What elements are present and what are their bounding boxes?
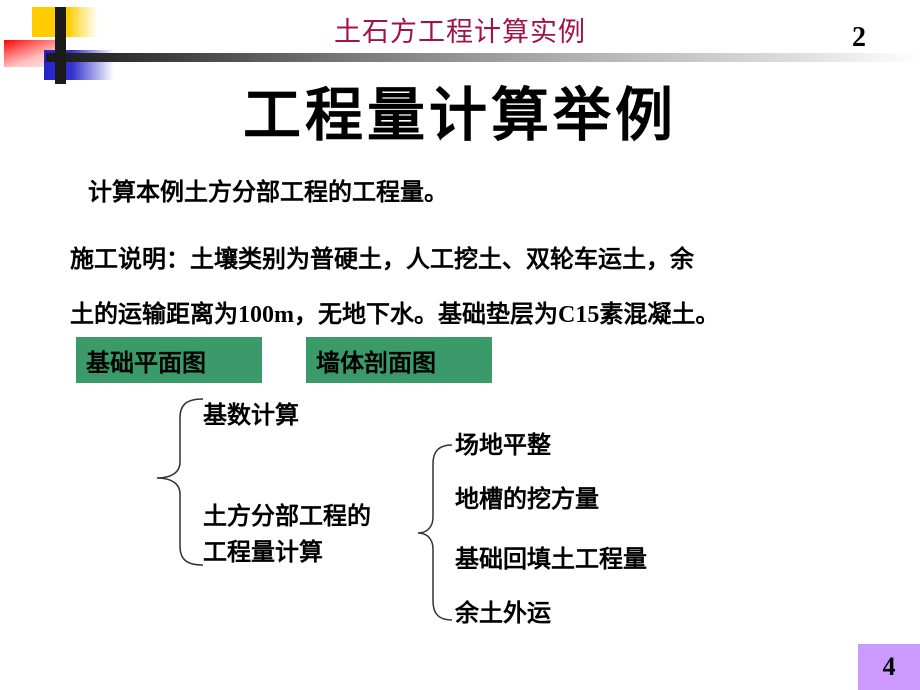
tree-item-base-calc: 基数计算 (203, 401, 299, 429)
tree-item-surplus-soil: 余土外运 (455, 599, 551, 627)
header-divider-bar (46, 53, 920, 62)
slide-number-badge: 4 (858, 644, 920, 690)
tree-item-earthwork-line2: 工程量计算 (203, 538, 323, 566)
notes-text: ，无地下水。基础垫层为 (294, 300, 558, 328)
page-title: 工程量计算举例 (242, 81, 677, 149)
transport-distance: 100m (238, 302, 294, 328)
tree-item-backfill: 基础回填土工程量 (455, 545, 647, 573)
tree-item-trench-excavation: 地槽的挖方量 (455, 485, 599, 513)
tree-item-site-leveling: 场地平整 (455, 431, 551, 459)
right-brace-icon (417, 444, 453, 621)
foundation-plan-button[interactable]: 基础平面图 (76, 337, 262, 383)
task-statement: 计算本例土方分部工程的工程量。 (88, 178, 448, 206)
header-title: 土石方工程计算实例 (334, 17, 586, 48)
notes-line-2: 土的运输距离为100m，无地下水。基础垫层为C15素混凝土。 (70, 287, 910, 343)
header-page-number: 2 (852, 22, 866, 53)
notes-line-1: 施工说明：土壤类别为普硬土，人工挖土、双轮车运土，余 (70, 245, 694, 273)
construction-notes: 施工说明：土壤类别为普硬土，人工挖土、双轮车运土，余 土的运输距离为100m，无… (70, 232, 910, 343)
concrete-grade: C15 (558, 302, 600, 328)
left-brace-icon (156, 398, 204, 566)
tree-item-earthwork-line1: 土方分部工程的 (203, 502, 371, 530)
wall-section-button[interactable]: 墙体剖面图 (306, 337, 492, 383)
notes-text: 土的运输距离为 (70, 300, 238, 328)
logo-vertical-bar (55, 7, 66, 84)
notes-text: 素混凝土。 (599, 300, 720, 328)
